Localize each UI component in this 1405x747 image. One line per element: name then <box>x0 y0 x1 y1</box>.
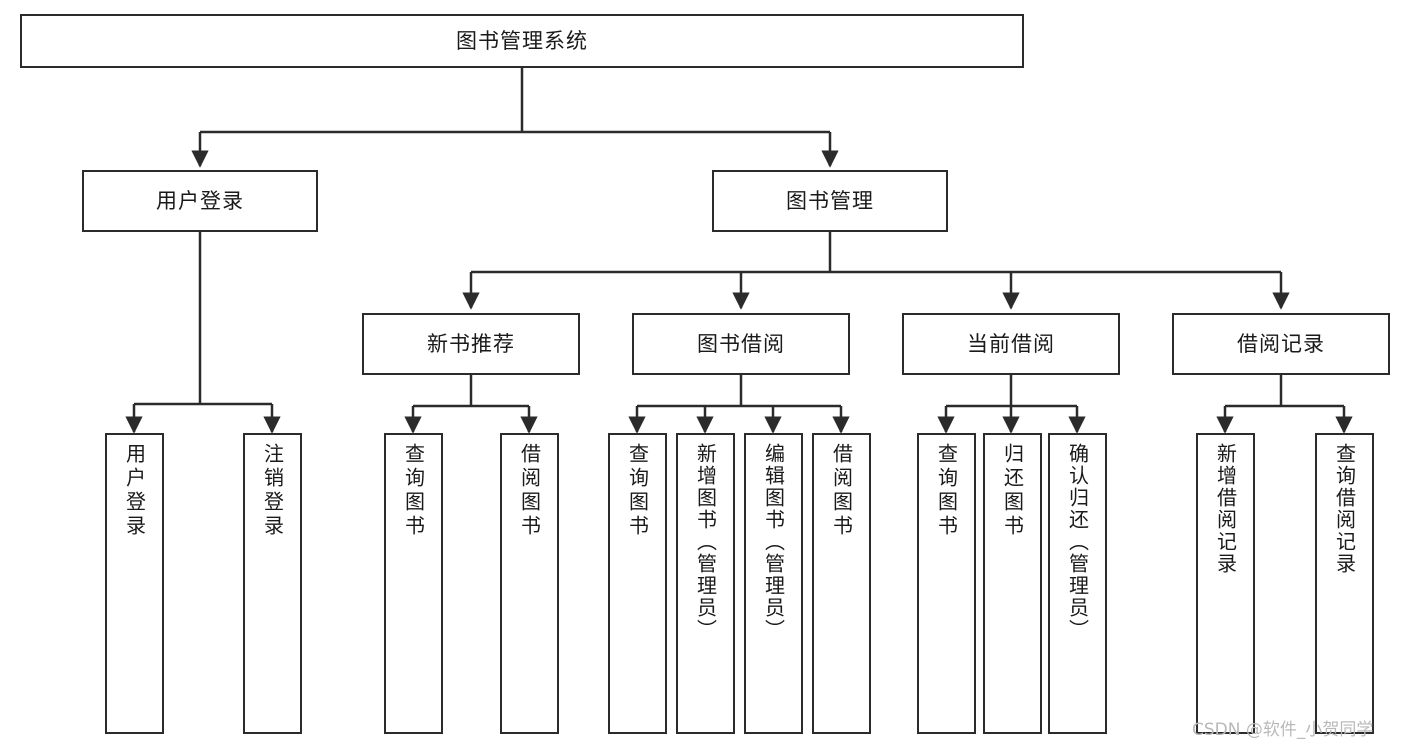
node-leaf-logout-login-label: 注销登录 <box>260 443 285 539</box>
node-borrow-record-label: 借阅记录 <box>1237 331 1325 356</box>
node-leaf-return-book[interactable]: 归还图书 <box>983 433 1042 734</box>
node-leaf-user-login-label: 用户登录 <box>122 443 147 539</box>
node-leaf-confirm-return-label: 确认归还（管理员） <box>1065 443 1090 641</box>
node-user-login[interactable]: 用户登录 <box>82 170 318 232</box>
node-leaf-edit-book[interactable]: 编辑图书（管理员） <box>744 433 803 734</box>
node-leaf-user-login[interactable]: 用户登录 <box>105 433 164 734</box>
node-current-borrow[interactable]: 当前借阅 <box>902 313 1120 375</box>
node-current-borrow-label: 当前借阅 <box>967 331 1055 356</box>
node-leaf-borrow-book-1-label: 借阅图书 <box>517 443 542 539</box>
node-leaf-query-record[interactable]: 查询借阅记录 <box>1315 433 1374 734</box>
node-new-book-recommend-label: 新书推荐 <box>427 331 515 356</box>
node-leaf-logout-login[interactable]: 注销登录 <box>243 433 302 734</box>
node-book-borrow-label: 图书借阅 <box>697 331 785 356</box>
node-leaf-confirm-return[interactable]: 确认归还（管理员） <box>1048 433 1107 734</box>
node-leaf-edit-book-label: 编辑图书（管理员） <box>761 443 786 641</box>
node-root-label: 图书管理系统 <box>456 28 588 53</box>
node-leaf-borrow-book-2-label: 借阅图书 <box>829 443 854 539</box>
node-leaf-add-book-label: 新增图书（管理员） <box>693 443 718 641</box>
node-leaf-return-book-label: 归还图书 <box>1000 443 1025 539</box>
node-leaf-query-book-2-label: 查询图书 <box>625 443 650 539</box>
node-new-book-recommend[interactable]: 新书推荐 <box>362 313 580 375</box>
node-leaf-query-book-2[interactable]: 查询图书 <box>608 433 667 734</box>
node-root[interactable]: 图书管理系统 <box>20 14 1024 68</box>
csdn-watermark: CSDN @软件_小贺同学 <box>1192 720 1374 740</box>
node-leaf-query-book-1-label: 查询图书 <box>401 443 426 539</box>
node-leaf-add-record[interactable]: 新增借阅记录 <box>1196 433 1255 734</box>
node-leaf-query-record-label: 查询借阅记录 <box>1332 443 1357 575</box>
node-leaf-borrow-book-1[interactable]: 借阅图书 <box>500 433 559 734</box>
node-leaf-add-record-label: 新增借阅记录 <box>1213 443 1238 575</box>
node-book-management-label: 图书管理 <box>786 188 874 213</box>
node-leaf-add-book[interactable]: 新增图书（管理员） <box>676 433 735 734</box>
node-leaf-query-book-1[interactable]: 查询图书 <box>384 433 443 734</box>
node-leaf-query-book-3[interactable]: 查询图书 <box>917 433 976 734</box>
node-borrow-record[interactable]: 借阅记录 <box>1172 313 1390 375</box>
node-leaf-borrow-book-2[interactable]: 借阅图书 <box>812 433 871 734</box>
node-user-login-label: 用户登录 <box>156 188 244 213</box>
node-book-management[interactable]: 图书管理 <box>712 170 948 232</box>
node-book-borrow[interactable]: 图书借阅 <box>632 313 850 375</box>
node-leaf-query-book-3-label: 查询图书 <box>934 443 959 539</box>
